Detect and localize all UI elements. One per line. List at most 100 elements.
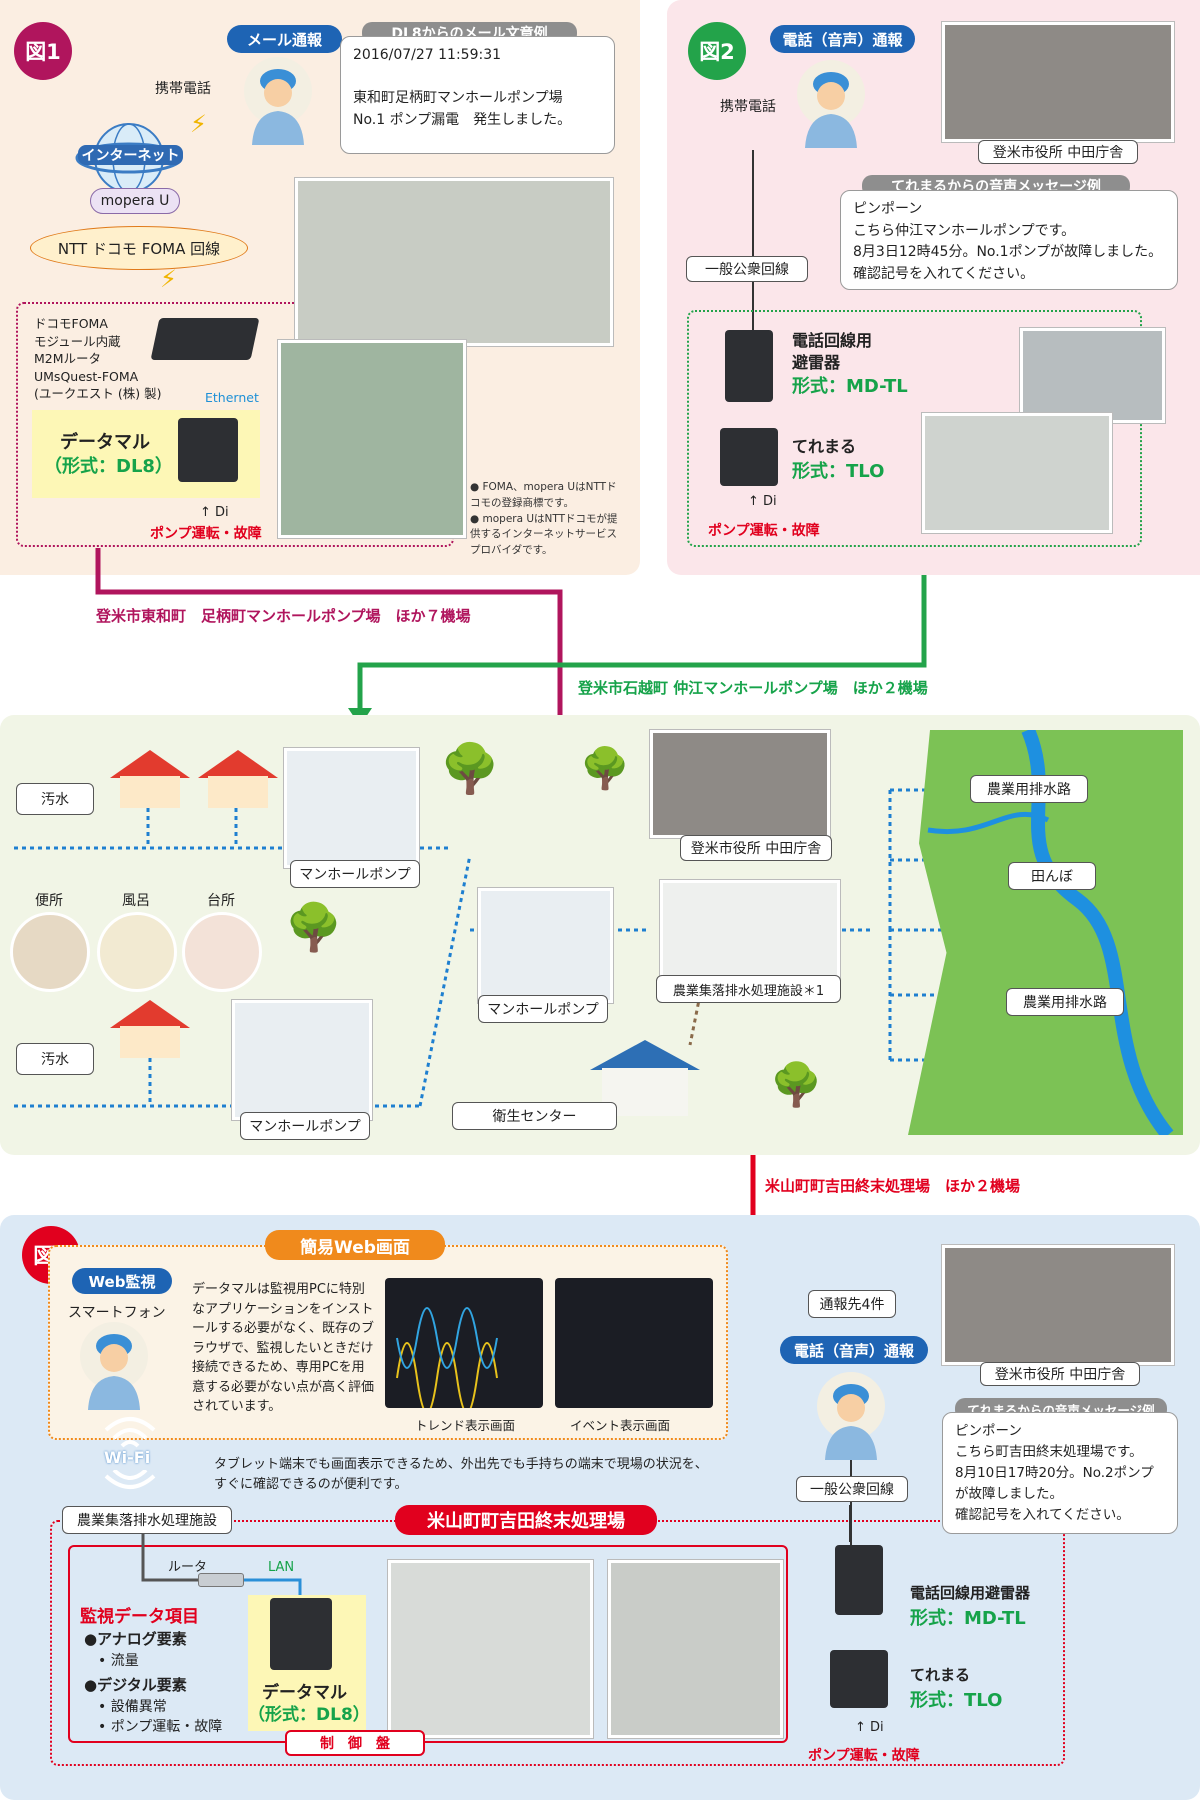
- house-icon: [110, 750, 190, 808]
- fig3-msg-bubble: ピンポーン こちら町吉田終末処理場です。 8月10日17時20分。No.2ポンプ…: [942, 1412, 1178, 1534]
- voice-notify-pill: 電話（音声）通報: [770, 25, 915, 53]
- web-description: データマルは監視用PCに特別なアプリケーションをインストールする必要がなく、既存…: [192, 1282, 375, 1414]
- fig3-di-label: ↑ Di: [855, 1720, 884, 1735]
- manhole-pump-site-photo: [278, 340, 466, 538]
- fig3-person-icon: [78, 1320, 150, 1410]
- toilet-circle-icon: [10, 912, 90, 992]
- fig3-datamaru-label: データマル: [262, 1683, 347, 1703]
- tree-icon-2: 🌳: [580, 746, 630, 792]
- kitchen-label: 台所: [207, 893, 235, 909]
- monitor-data-title: 監視データ項目: [80, 1607, 199, 1627]
- internet-label: インターネット: [78, 145, 183, 165]
- house-icon-3: [110, 1000, 190, 1058]
- route-label-2: 登米市石越町 仲江マンホールポンプ場 ほか２機場: [578, 679, 928, 697]
- analog-label: ●アナログ要素: [84, 1630, 187, 1648]
- manhole-pump-image-2: [478, 888, 613, 1003]
- fig3-public-line-label: 一般公衆回線: [796, 1476, 908, 1502]
- fig2-line: [752, 150, 754, 330]
- fig3-telemaru-device-image: [830, 1650, 888, 1708]
- tree-icon-3: 🌳: [285, 900, 343, 954]
- mail-notify-pill: メール通報: [227, 25, 342, 53]
- fig3-right-person-icon: [815, 1370, 887, 1460]
- datamaru-device-image: [178, 418, 238, 482]
- fig2-public-line-label: 一般公衆回線: [686, 256, 808, 282]
- fig2-msg-bubble: ピンポーン こちら仲江マンホールポンプです。 8月3日12時45分。No.1ポン…: [840, 190, 1178, 290]
- fig3-voice-notify-pill: 電話（音声）通報: [780, 1336, 928, 1364]
- wifi-label: Wi-Fi: [104, 1448, 151, 1467]
- equip-abnormal-label: • 設備異常: [98, 1699, 167, 1715]
- fig2-panel-photo-2: [922, 413, 1112, 533]
- manhole-pump-label-1: マンホールポンプ: [290, 860, 420, 888]
- manhole-pump-label-2: マンホールポンプ: [478, 995, 608, 1023]
- kitchen-circle-icon: [182, 912, 262, 992]
- trend-screen-label: トレンド表示画面: [415, 1418, 516, 1433]
- facility-box-label: 農業集落排水処理施設: [62, 1506, 232, 1534]
- fig2-person-icon: [795, 58, 867, 148]
- fig2-arrester-label: 電話回線用 避雷器: [792, 331, 873, 373]
- fig3-city-hall-photo: [942, 1245, 1174, 1365]
- signal-lightning-icon: ⚡: [190, 110, 207, 138]
- fig3-city-hall-label: 登米市役所 中田庁舎: [980, 1362, 1140, 1386]
- fig2-panel-photo-1: [1020, 328, 1165, 423]
- control-panel-label: 制 御 盤: [285, 1730, 425, 1756]
- facility-label: 農業集落排水処理施設＊1: [656, 975, 841, 1003]
- wifi-icon-2: [100, 1468, 160, 1510]
- ntt-foma-label: NTT ドコモ FOMA 回線: [30, 226, 248, 270]
- mid-city-hall-label: 登米市役所 中田庁舎: [680, 835, 832, 861]
- sewage-label-1: 汚水: [16, 783, 94, 815]
- paddy-label: 田んぼ: [1008, 862, 1096, 890]
- smartphone-label: スマートフォン: [68, 1305, 166, 1321]
- sanitation-center-label: 衛生センター: [452, 1102, 617, 1130]
- fig3-panel-photo-2: [608, 1560, 783, 1738]
- trend-screen-image: [385, 1278, 543, 1414]
- fig2-city-hall-label: 登米市役所 中田庁舎: [978, 140, 1138, 164]
- datamaru-label: データマル: [60, 432, 150, 453]
- toilet-label: 便所: [35, 893, 63, 909]
- fig2-telemaru-model: 形式：TLO: [792, 461, 885, 482]
- fig2-telemaru-label: てれまる: [792, 437, 857, 456]
- router-label: ルータ: [168, 1560, 208, 1575]
- router-device-image: [198, 1573, 244, 1587]
- bath-circle-icon: [97, 912, 177, 992]
- lan-label: LAN: [268, 1560, 295, 1575]
- fig2-arrester-model: 形式：MD-TL: [792, 376, 908, 397]
- fig2-pump-status-label: ポンプ運転・故障: [708, 523, 820, 539]
- mobile-label: 携帯電話: [155, 81, 211, 97]
- router-description: ドコモFOMA モジュール内蔵 M2Mルータ UMsQuest-FOMA (ユー…: [34, 316, 162, 401]
- control-panel-photo: [295, 178, 613, 346]
- fig2-equipment-frame: [687, 310, 1142, 547]
- manhole-pump-image-3: [232, 1000, 372, 1120]
- drain-label-2: 農業用排水路: [1006, 988, 1124, 1016]
- manhole-pump-label-3: マンホールポンプ: [240, 1112, 370, 1140]
- bath-label: 風呂: [122, 893, 150, 909]
- ethernet-label: Ethernet: [205, 390, 259, 405]
- web-monitor-pill: Web監視: [72, 1268, 172, 1294]
- event-screen-image: [555, 1278, 713, 1408]
- control-panel-frame: [68, 1545, 788, 1743]
- mid-city-hall-photo: [650, 730, 830, 838]
- di-label: ↑ Di: [200, 505, 229, 520]
- facility-photo: [660, 880, 840, 980]
- flow-label: • 流量: [98, 1653, 139, 1669]
- route-label-3: 米山町町吉田終末処理場 ほか２機場: [765, 1177, 1021, 1195]
- fig3-arrester-model: 形式：MD-TL: [910, 1608, 1026, 1629]
- fig3-arrester-device-image: [835, 1545, 883, 1615]
- fig3-datamaru-model: （形式：DL8）: [248, 1705, 370, 1725]
- person-with-phone-icon: [242, 55, 314, 145]
- manhole-pump-image-1: [284, 748, 419, 868]
- fig2-mobile-label: 携帯電話: [720, 99, 776, 115]
- tablet-note: タブレット端末でも画面表示できるため、外出先でも手持ちの端末で現場の状況を、 す…: [214, 1457, 708, 1492]
- arrester-device-image: [725, 330, 773, 402]
- fig1-badge: 図1: [14, 22, 72, 80]
- route-label-1: 登米市東和町 足柄町マンホールポンプ場 ほか７機場: [96, 607, 471, 625]
- signal-lightning-icon-2: ⚡: [160, 265, 177, 293]
- house-icon-2: [198, 750, 278, 808]
- event-screen-label: イベント表示画面: [570, 1418, 671, 1433]
- mail-example-bubble: 2016/07/27 11:59:31 東和町足柄町マンホールポンプ場 No.1…: [340, 36, 615, 154]
- pump-status-label: ポンプ運転・故障: [150, 526, 262, 542]
- fig3-panel-photo-1: [388, 1560, 593, 1738]
- notify-count-label: 通報先4件: [808, 1290, 896, 1318]
- drain-label-1: 農業用排水路: [970, 775, 1088, 803]
- fig2-di-label: ↑ Di: [748, 494, 777, 509]
